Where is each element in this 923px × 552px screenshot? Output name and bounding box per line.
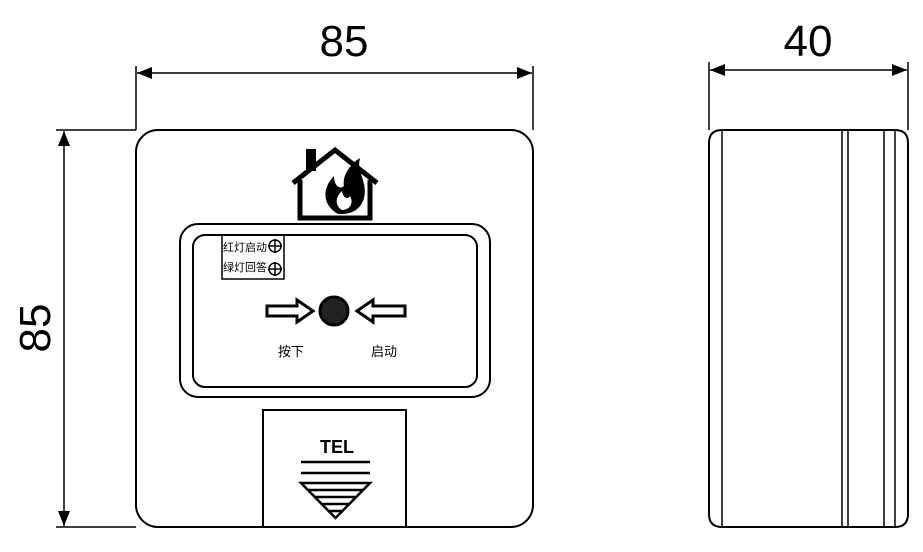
- house-with-flame-icon: [291, 146, 379, 221]
- indicator-green-label: 绿灯回答: [223, 260, 267, 274]
- indicator-label-box: 红灯启动 绿灯回答: [221, 235, 285, 280]
- start-label: 启动: [371, 345, 397, 360]
- round-button-icon[interactable]: [318, 295, 350, 327]
- front-height-dimension: 85: [11, 129, 136, 528]
- front-outline: [135, 129, 534, 528]
- tel-triangle-grille: [298, 481, 373, 520]
- indicator-red-label: 红灯启动: [223, 241, 267, 254]
- window-inner: [192, 234, 478, 388]
- crosshair-circle-icon: [268, 262, 282, 276]
- window-outer: [179, 223, 491, 398]
- front-height-value: 85: [11, 304, 60, 353]
- front-view: 红灯启动 绿灯回答 按下 启动 TEL: [135, 129, 534, 528]
- side-depth-value: 40: [784, 17, 833, 66]
- press-label: 按下: [278, 345, 304, 360]
- tel-label: TEL: [320, 437, 354, 457]
- side-depth-dimension: 40: [708, 17, 909, 130]
- crosshair-circle-icon: [268, 239, 282, 253]
- tel-cover[interactable]: TEL: [262, 409, 407, 527]
- arrow-left-icon: [354, 297, 407, 325]
- arrow-right-icon: [265, 297, 316, 325]
- side-outline: [708, 129, 909, 528]
- side-view: [708, 129, 909, 528]
- front-width-dimension: 85: [135, 17, 534, 130]
- front-width-value: 85: [320, 17, 369, 66]
